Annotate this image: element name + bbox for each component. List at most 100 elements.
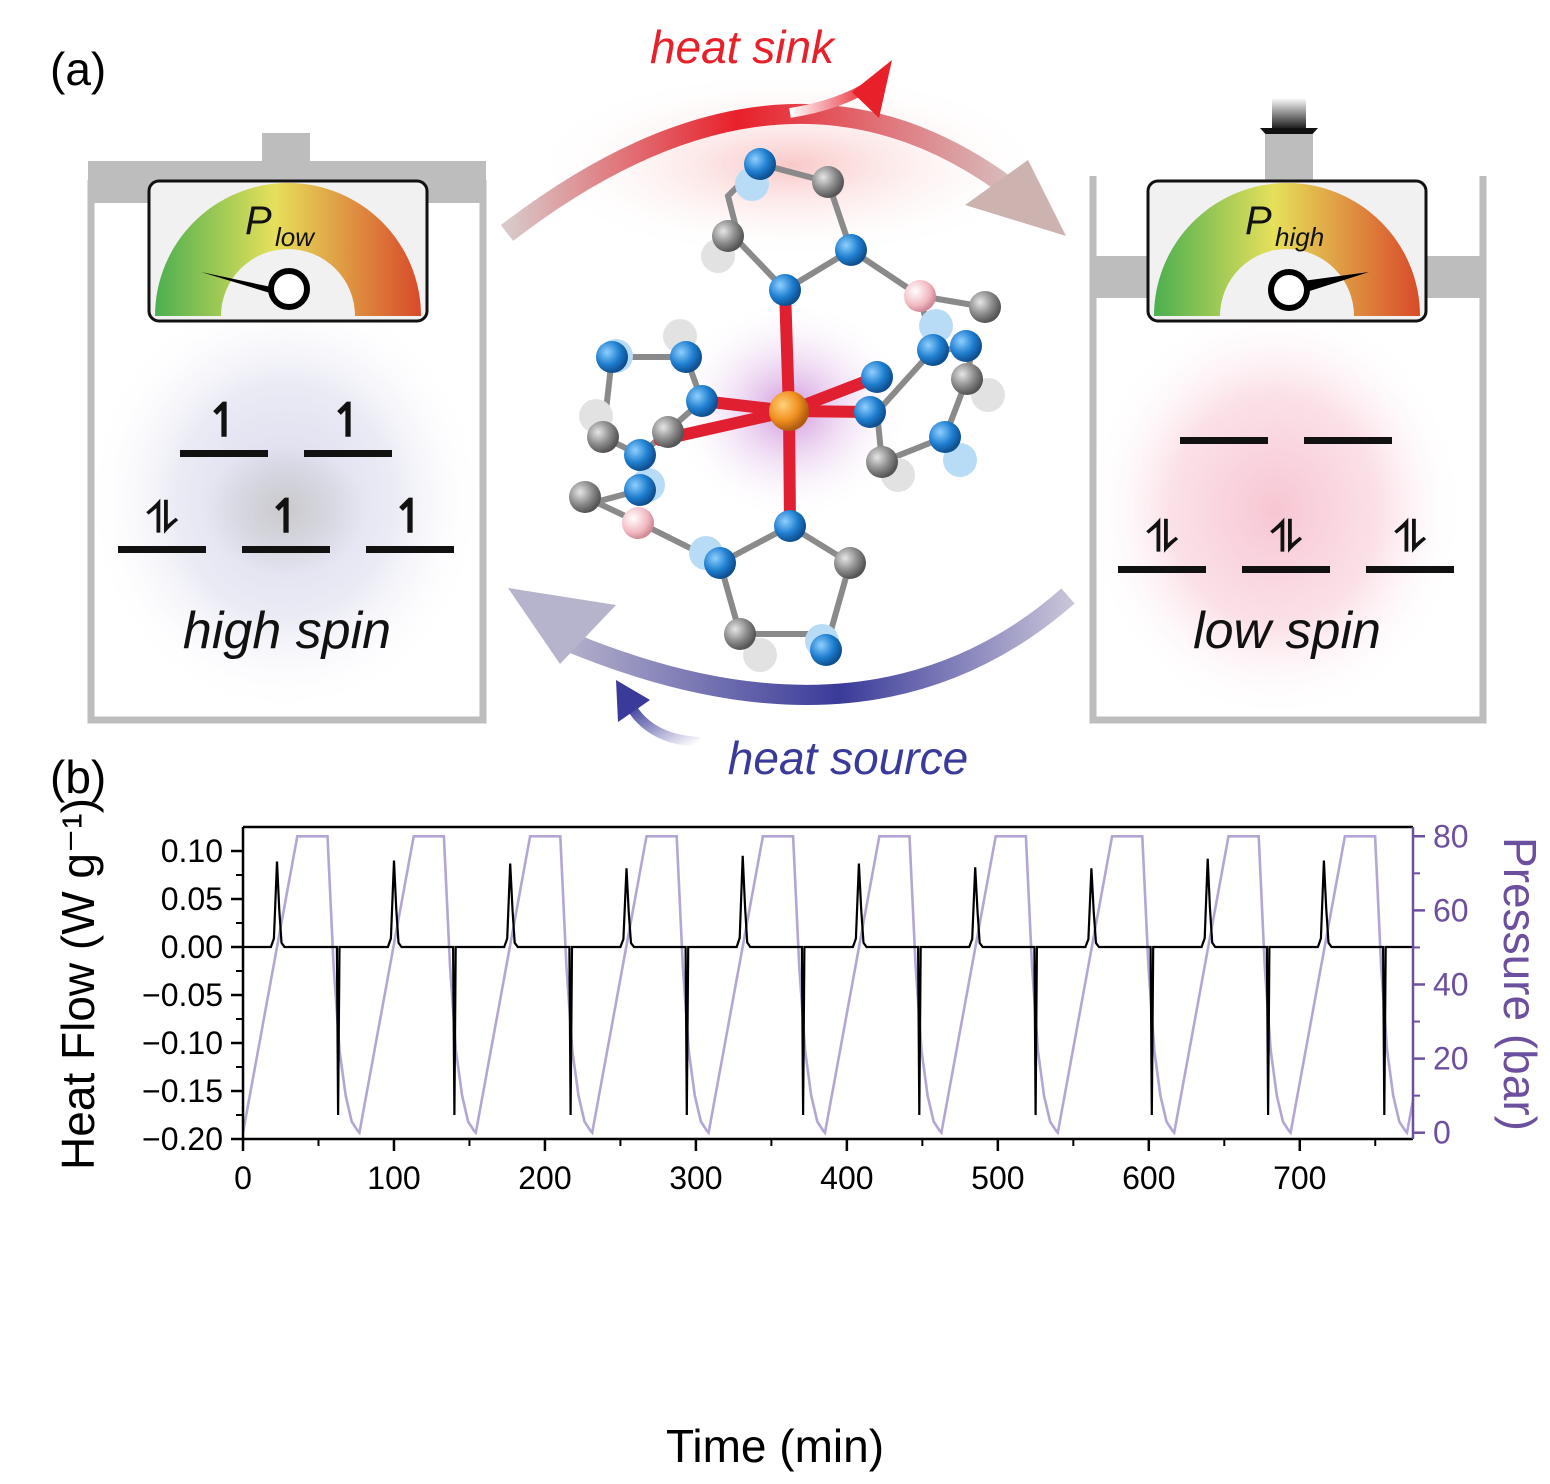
atom-n: [624, 474, 656, 506]
panel-b-label: (b): [50, 751, 106, 803]
heat-source-branch-head: [616, 680, 650, 722]
right-pressure-gauge: P high: [1146, 179, 1428, 323]
atom-c: [812, 166, 844, 198]
atom-n: [624, 439, 656, 471]
right-gauge-symbol: P: [1245, 199, 1272, 243]
atom-n: [744, 148, 776, 180]
eg-level-2: [304, 450, 392, 457]
atom-c: [834, 547, 866, 579]
left-gauge-symbol: P: [245, 199, 272, 243]
fe-complex-molecule: [569, 148, 1005, 672]
t2g-level-1: [1118, 566, 1206, 573]
right-pressure-arrow-shaft: [1272, 98, 1306, 130]
electron-eg-2: ↿: [329, 394, 368, 446]
right-pressure-cell: P high ⥮ ⥮ ⥮ low spin: [1089, 98, 1487, 724]
heat-source-arrowhead: [508, 588, 616, 664]
left-cell-frame: [87, 180, 487, 724]
heat-sink-arrow: heat sink: [500, 21, 1066, 241]
y-right-axis-title: Pressure (bar): [1494, 837, 1546, 1131]
panel-a-label: (a): [50, 43, 106, 95]
high-spin-center-glow: [205, 445, 365, 575]
electron-t2g-1: ⥮: [145, 494, 179, 541]
atom-c: [866, 446, 898, 478]
heat-flow-series-line: [243, 855, 1413, 1116]
molecule-atoms: [569, 148, 1005, 672]
high-spin-diagram: ↿ ↿ ⥮ ↿ ↿ high spin: [118, 394, 454, 660]
electron-eg-1: ↿: [205, 394, 244, 446]
panel-a: (a) P low ↿: [50, 21, 1487, 784]
y-left-tick-label: 0.10: [161, 833, 223, 869]
atom-n: [670, 341, 702, 373]
t2g-level-1: [118, 546, 206, 553]
atom-n: [835, 234, 867, 266]
t2g-level-3: [1366, 566, 1454, 573]
y-left-tick-label: −0.15: [142, 1073, 223, 1109]
high-spin-label: high spin: [183, 602, 391, 660]
left-pressure-gauge: P low: [147, 179, 429, 323]
heat-sink-label: heat sink: [650, 21, 836, 73]
atom-n: [686, 385, 718, 417]
heat-source-branch: [625, 702, 701, 747]
atom-c: [587, 421, 619, 453]
atom-n: [919, 309, 953, 343]
electron-t2g-1: ⥮: [1145, 513, 1179, 560]
y-left-tick-label: −0.20: [142, 1121, 223, 1157]
low-spin-glow: [1085, 300, 1465, 720]
atom-n: [861, 361, 893, 393]
pressure-series-line: [243, 835, 1413, 1136]
atom-c: [652, 416, 684, 448]
right-gauge-arc: [1154, 183, 1420, 316]
chart-series: [243, 835, 1413, 1136]
eg-level-1: [180, 450, 268, 457]
atom-c: [724, 618, 756, 650]
electron-t2g-2: ⥮: [1269, 513, 1303, 560]
heat-source-arrow: heat source: [508, 588, 1075, 784]
heat-sink-arrowhead: [965, 160, 1066, 236]
x-tick-label: 500: [971, 1160, 1024, 1196]
right-cell-frame: [1089, 176, 1487, 724]
x-tick-label: 300: [669, 1160, 722, 1196]
atom-c: [743, 638, 777, 672]
y-left-tick-label: −0.10: [142, 1025, 223, 1061]
t2g-level-3: [366, 546, 454, 553]
atom-n: [917, 334, 949, 366]
t2g-level-2: [1242, 566, 1330, 573]
atom-n: [596, 341, 628, 373]
right-piston-stem: [1265, 134, 1313, 186]
eg-level-2: [1304, 437, 1392, 444]
heat-sink-arc: [500, 103, 1027, 241]
electron-t2g-3: ⥮: [1393, 513, 1427, 560]
atom-n: [774, 510, 806, 542]
right-gauge-pivot: [1268, 269, 1310, 311]
x-tick-label: 400: [820, 1160, 873, 1196]
x-tick-label: 100: [367, 1160, 420, 1196]
x-tick-label: 600: [1122, 1160, 1175, 1196]
atom-c: [969, 291, 1001, 323]
low-spin-label: low spin: [1193, 602, 1381, 660]
left-gauge-pivot: [268, 268, 310, 310]
y-right-tick-label: 60: [1433, 892, 1469, 928]
y-left-tick-label: −0.05: [142, 977, 223, 1013]
y-right-tick-label: 20: [1433, 1041, 1469, 1077]
atom-c: [712, 220, 744, 252]
atom-n: [950, 330, 982, 362]
left-gauge-subscript: low: [275, 222, 316, 252]
x-tick-label: 0: [234, 1160, 252, 1196]
atom-b: [904, 280, 936, 312]
atom-n: [854, 396, 886, 428]
atom-n: [704, 547, 736, 579]
eg-level-1: [1180, 437, 1268, 444]
t2g-level-2: [242, 546, 330, 553]
y-left-axis-title: Heat Flow (W g⁻¹): [52, 798, 104, 1170]
x-tick-label: 700: [1273, 1160, 1326, 1196]
right-gauge-subscript: high: [1275, 222, 1324, 252]
y-left-tick-label: 0.00: [161, 929, 223, 965]
y-right-tick-label: 40: [1433, 966, 1469, 1002]
low-spin-diagram: ⥮ ⥮ ⥮ low spin: [1118, 437, 1454, 660]
y-right-tick-label: 0: [1433, 1115, 1451, 1151]
atom-n: [769, 274, 801, 306]
heat-sink-branch-head: [852, 60, 892, 118]
